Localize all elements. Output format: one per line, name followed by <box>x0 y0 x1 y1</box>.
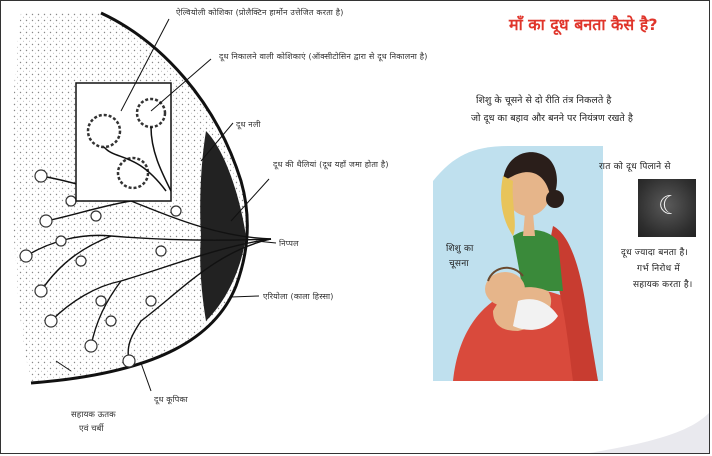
effect-line-2: गर्भ निरोध में <box>637 261 680 274</box>
label-muscle-cells: दूध निकालने वाली कोशिकाएं (ऑक्सीटोसिन द्… <box>219 51 428 62</box>
effect-line-3: सहायक करता है। <box>633 277 693 290</box>
label-supporting-tissue-2: एवं चर्बी <box>79 423 104 434</box>
areola-shape <box>200 131 246 321</box>
label-milk-ducts: दूध नली <box>236 119 261 130</box>
label-nipple: निप्पल <box>279 238 299 249</box>
baby-label-2: चूसना <box>449 256 469 269</box>
page-title: माँ का दूध बनता कैसे है? <box>509 13 658 35</box>
label-supporting-tissue-1: सहायक ऊतक <box>71 409 116 420</box>
night-feeding-label: रात को दूध पिलाने से <box>599 159 671 172</box>
label-alveoli: दूध कूपिका <box>154 394 188 405</box>
label-areola: एरियोला (काला हिस्सा) <box>263 291 334 302</box>
caption-line-1: शिशु के चूसने से दो रीति तंत्र निकलते है <box>476 93 611 106</box>
baby-label-1: शिशु का <box>446 241 473 254</box>
night-box: ☾ <box>638 179 696 237</box>
effect-line-1: दूध ज्यादा बनता है। <box>621 245 688 258</box>
label-alveolar-cells: ऐल्वियोली कोशिका (प्रोलैक्टिन हार्मोन उत… <box>176 7 344 18</box>
label-milk-sinuses: दूध की थैलियां (दूध यहाँ जमा होता है) <box>273 159 389 170</box>
breast-anatomy-diagram <box>1 1 421 441</box>
page-fold-decoration <box>589 413 709 453</box>
caption-line-2: जो दूध का बहाव और बनने पर नियंत्रण रखते … <box>471 111 633 124</box>
crescent-moon-icon: ☾ <box>658 191 681 221</box>
